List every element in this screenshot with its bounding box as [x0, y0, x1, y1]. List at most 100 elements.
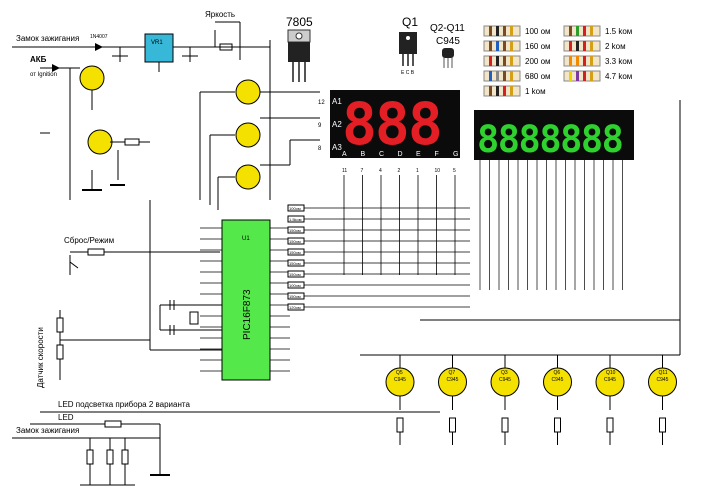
left-transistors — [199, 79, 320, 210]
svg-text:1.5kом: 1.5kом — [289, 217, 302, 222]
resistor-icon — [563, 55, 601, 67]
segment-pin: 5 — [453, 168, 456, 174]
transistor-ref: Q5 — [396, 370, 403, 376]
resistor: 120ом — [287, 303, 470, 311]
power-section: Замок зажигания АКБ от Ignition 1N4007 V… — [12, 10, 271, 200]
anode-pin: 12 — [318, 100, 325, 106]
reset-switch-icon — [69, 261, 79, 269]
legend-item: 100 ом — [483, 25, 551, 37]
transistor-type: C945 — [394, 377, 406, 383]
legend-item: 680 ом — [483, 70, 551, 82]
svg-text:150ом: 150ом — [289, 261, 301, 266]
segment-label: D — [398, 151, 403, 158]
anode-label: A1 — [332, 97, 342, 106]
package-icons: 7805 Q1 E C B Q2-Q11 C945 — [286, 15, 465, 82]
transistor-ref: Q11 — [659, 370, 668, 376]
segment-label: G — [453, 151, 458, 158]
legend-value: 100 ом — [525, 27, 551, 36]
transistor-left-2 — [235, 122, 261, 148]
voltage-regulator — [144, 33, 174, 63]
transistor-ref: Q10 — [606, 370, 616, 376]
segment-pin: 10 — [435, 168, 441, 174]
akb-label: АКБ — [30, 55, 47, 64]
backlight-label: LED подсветка прибора 2 варианта — [58, 400, 190, 409]
legend-value: 160 ом — [525, 42, 551, 51]
segment-label: E — [416, 151, 421, 158]
segment-pin: 1 — [416, 168, 419, 174]
resistor: 1.5kом — [287, 215, 470, 223]
oscillator — [159, 300, 222, 335]
resistor: 150ом — [287, 237, 470, 245]
q2q11-title: Q2-Q11 — [430, 23, 465, 34]
transistor-left-1 — [235, 79, 261, 105]
svg-text:120ом: 120ом — [289, 305, 301, 310]
anode-label: A3 — [332, 143, 342, 152]
legend-item: 200 ом — [483, 55, 551, 67]
to-ignition-label: от Ignition — [30, 72, 57, 78]
speed-sensor-label: Датчик скорости — [36, 327, 45, 388]
svg-text:100ом: 100ом — [289, 283, 301, 288]
resistor-icon — [483, 70, 521, 82]
transistor-type: C945 — [552, 377, 564, 383]
segment-pin: 7 — [361, 168, 364, 174]
resistor: 150ом — [287, 226, 470, 234]
legend-item: 1.5 kом — [563, 25, 632, 37]
crystal-icon — [189, 311, 199, 325]
ignition-lock-label: Замок зажигания — [16, 34, 79, 43]
svg-text:150ом: 150ом — [289, 250, 301, 255]
mcu-chip — [221, 219, 271, 381]
transistor-type: C945 — [604, 377, 616, 383]
regulator-title: 7805 — [286, 15, 313, 29]
green-display-digits: 8888888 — [477, 118, 622, 161]
svg-text:150ом: 150ом — [289, 272, 301, 277]
legend-value: 1.5 kом — [605, 27, 632, 36]
segment-label: F — [435, 151, 439, 158]
resistor-icon — [483, 85, 521, 97]
green-display: 8888888 — [474, 110, 634, 161]
legend-value: 2 kом — [605, 42, 626, 51]
mcu-name: PIC16F873 — [242, 289, 253, 340]
backlight-section: LED подсветка прибора 2 варианта LED Зам… — [12, 400, 440, 486]
resistor-icon — [483, 40, 521, 52]
legend-item: 4.7 kом — [563, 70, 632, 82]
anode-pin: 9 — [318, 123, 322, 129]
q1-pins: E C B — [401, 70, 415, 76]
transistor-type: C945 — [447, 377, 459, 383]
resistor-icon — [563, 40, 601, 52]
mcu-ref: U1 — [242, 236, 250, 242]
segment-pin: 11 — [342, 168, 347, 174]
resistor-icon — [563, 70, 601, 82]
svg-text:150ом: 150ом — [289, 294, 301, 299]
bus-lines — [360, 100, 681, 356]
resistor-icon — [483, 25, 521, 37]
red-display-digits: 888 — [342, 90, 441, 158]
q2q11-type: C945 — [436, 36, 460, 47]
legend-item: 160 ом — [483, 40, 551, 52]
legend-value: 4.7 kом — [605, 72, 632, 81]
anode-pin: 8 — [318, 146, 322, 152]
resistor: 150ом — [287, 292, 470, 300]
q1-title: Q1 — [402, 15, 418, 29]
legend-value: 1 kом — [525, 87, 546, 96]
transistor-ref: Q3 — [501, 370, 508, 376]
svg-text:100ом: 100ом — [289, 206, 301, 211]
transistor-q2 — [87, 129, 113, 155]
mcu-section: U1 PIC16F873 100ом 1.5kом 150ом 150ом 150ом 1… — [200, 204, 470, 381]
resistor: 150ом — [287, 259, 470, 267]
ignition-lock2-label: Замок зажигания — [16, 426, 79, 435]
resistor-icon — [483, 55, 521, 67]
legend-value: 680 ом — [525, 72, 551, 81]
segment-label: C — [379, 151, 384, 158]
svg-text:150ом: 150ом — [289, 239, 301, 244]
resistor: 150ом — [287, 248, 470, 256]
svg-text:150ом: 150ом — [289, 228, 301, 233]
inputs: Сброс/Режим Датчик скорости — [36, 200, 222, 388]
